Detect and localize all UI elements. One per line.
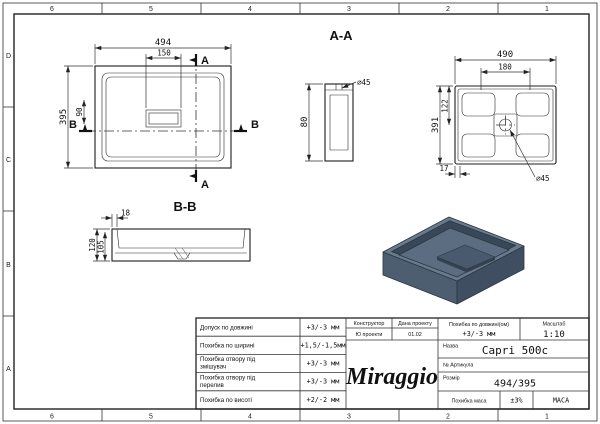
bottom-dim-edge-offset: 17 <box>439 164 448 173</box>
section-b-label-left: B <box>69 119 77 131</box>
plan-view: 494 150 395 90 A A B B <box>59 38 259 191</box>
model-name: Capri 500c <box>482 344 548 357</box>
section-bb-dim-height: 120 <box>88 238 97 252</box>
plan-dim-depth: 395 <box>59 109 69 125</box>
zone-number-bottom: 2 <box>446 414 450 421</box>
zone-letter-left: C <box>6 157 11 164</box>
section-bb-outline <box>111 228 251 262</box>
zone-letter-left: A <box>6 366 11 373</box>
tolerance-mixer-value: +3/-3 мм <box>307 360 340 368</box>
tolerance-length-label: Допуск по довжині <box>200 325 253 332</box>
plan-dim-width: 494 <box>155 38 171 48</box>
section-b-label-right: B <box>251 119 259 131</box>
brand-logo: Miraggio <box>345 364 438 390</box>
mass-tolerance-label: Похибка маса <box>452 399 487 405</box>
plan-outline <box>94 65 232 169</box>
tolerance-height-value: +2/-2 мм <box>307 396 340 404</box>
section-bb-view: B-B 18 120 105 <box>88 199 251 262</box>
section-bb-title: B-B <box>173 199 196 214</box>
bottom-dim-hole-offset: 122 <box>441 99 450 113</box>
bottom-dim-width: 490 <box>497 50 513 60</box>
bottom-dim-hole: ⌀45 <box>536 174 550 183</box>
zone-number-top: 2 <box>446 6 450 13</box>
mass-tolerance-value: ±3% <box>510 397 522 405</box>
length-tolerance-value: +3/-3 мм <box>463 330 496 338</box>
zone-letter-left: D <box>6 53 11 60</box>
size-label: Розмір <box>443 376 460 382</box>
zone-number-bottom: 3 <box>347 414 351 421</box>
zone-letter-left: B <box>6 262 11 269</box>
article-label: № Артикула <box>443 363 473 369</box>
tolerance-overflow-label-line1: Похибка отвору під <box>200 375 256 382</box>
bottom-rib-bl <box>461 133 496 158</box>
zone-number-top: 4 <box>248 6 252 13</box>
project-date-label: Дана проекту <box>398 321 432 327</box>
section-aa-dim-height: 80 <box>300 117 310 128</box>
tolerance-overflow-value: +3/-3 мм <box>307 378 340 386</box>
scale-label: Масштаб <box>542 322 565 328</box>
section-a-label-top: A <box>201 55 209 67</box>
section-bb-dim-inner-height: 105 <box>97 240 106 254</box>
name-label: Назва <box>443 344 458 350</box>
plan-drain-hole <box>145 109 182 128</box>
zone-number-top: 1 <box>545 6 549 13</box>
tolerance-height-label: Похибка по висоті <box>200 397 252 404</box>
section-aa-title: A-A <box>329 28 353 43</box>
section-aa-outline <box>324 83 354 162</box>
bottom-rib-tl <box>461 92 496 117</box>
tolerance-mixer-label-line1: Похибка отвору під <box>200 356 256 363</box>
section-b-arrow-left <box>82 124 88 132</box>
size-value: 494/395 <box>494 379 536 390</box>
bottom-rib-tr <box>515 92 550 117</box>
section-aa-view: A-A 80 ⌀45 <box>300 28 371 162</box>
length-tolerance-label: Похибка по довжині(ом) <box>449 322 509 328</box>
zone-number-bottom: 1 <box>545 414 549 421</box>
zone-number-top: 3 <box>347 6 351 13</box>
tolerance-width-value: +1,5/-1,5мм <box>300 342 345 350</box>
section-b-arrow-right <box>238 124 244 132</box>
bottom-view: 490 180 391 122 17 ⌀45 <box>431 50 557 183</box>
project-date-value: 01.02 <box>408 332 422 338</box>
plan-dim-drain-offset: 90 <box>75 107 84 117</box>
zone-number-bottom: 4 <box>248 414 252 421</box>
zone-number-top: 6 <box>50 6 54 13</box>
iso-view <box>382 216 525 305</box>
section-bb-dim-rim: 18 <box>121 209 131 218</box>
section-a-arrow-bottom <box>189 173 197 179</box>
bottom-dim-inner-width: 180 <box>498 63 512 72</box>
bottom-outline <box>454 85 557 165</box>
section-a-arrow-top <box>189 57 197 63</box>
constructor-value: Ю проекти <box>356 332 383 338</box>
constructor-label: Конструктор <box>354 321 385 327</box>
mass-label: МАСА <box>553 397 569 405</box>
section-a-label-bottom: A <box>201 179 209 191</box>
zone-number-bottom: 6 <box>50 414 54 421</box>
title-block: Допуск по довжині +3/-3 мм Похибка по ши… <box>195 317 590 410</box>
zone-number-top: 5 <box>149 6 153 13</box>
tolerance-overflow-label-line2: перелив <box>200 382 225 389</box>
tolerance-mixer-label-line2: змішувач <box>200 364 226 371</box>
section-aa-dim-hole: ⌀45 <box>357 78 371 87</box>
scale-value: 1:10 <box>543 330 565 340</box>
tolerance-width-label: Похибка по ширині <box>200 343 255 350</box>
bottom-rib-br <box>515 133 550 158</box>
plan-dim-drain-width: 150 <box>157 49 171 58</box>
zone-number-bottom: 5 <box>149 414 153 421</box>
iso-drain-plate <box>436 244 496 270</box>
bottom-dim-depth: 391 <box>431 117 441 133</box>
tolerance-length-value: +3/-3 мм <box>307 324 340 332</box>
iso-drain-plate-shadow <box>437 257 495 273</box>
